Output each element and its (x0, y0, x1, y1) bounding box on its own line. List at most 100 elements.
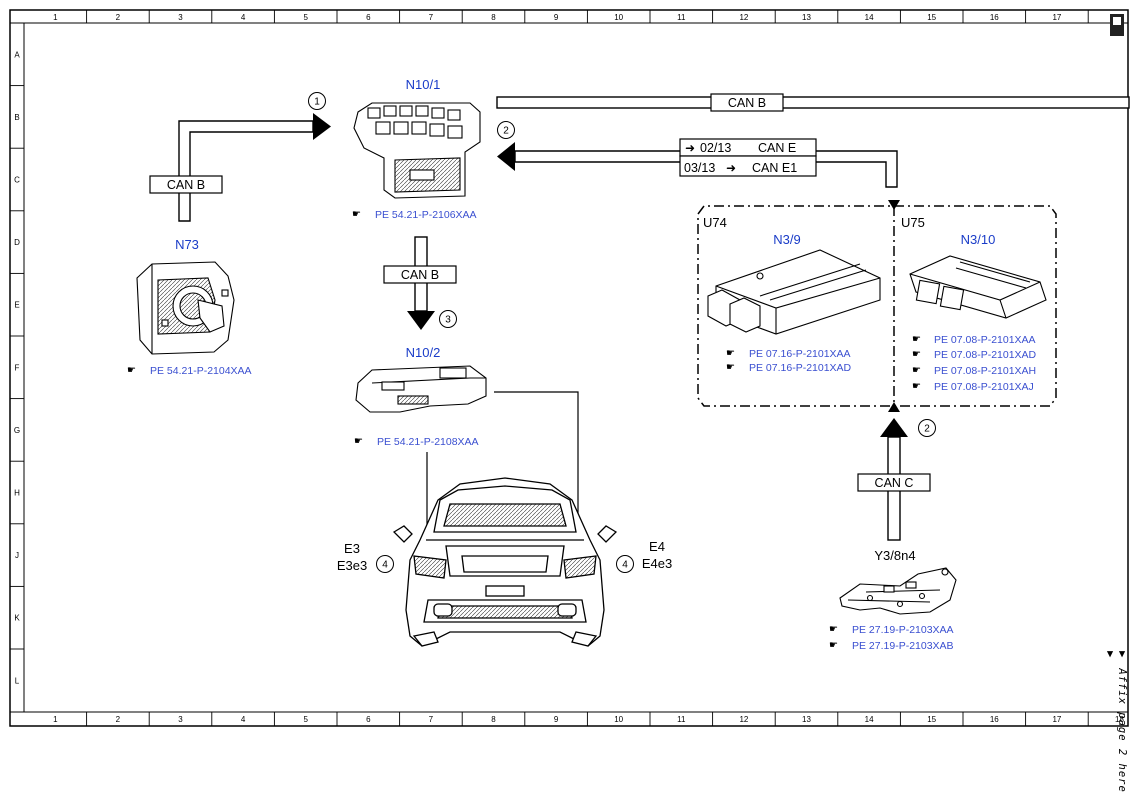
can-b-top-label: CAN B (728, 96, 766, 110)
n3-10-ref-3[interactable]: PE 07.08-P-2101XAH (934, 365, 1036, 377)
grid-col-top-11: 11 (677, 13, 686, 22)
can-e-page-ref: 02/13 (700, 141, 731, 155)
can-e1-label: CAN E1 (752, 161, 797, 175)
n73-title: N73 (175, 237, 199, 252)
grid-row-K: K (14, 614, 20, 623)
svg-text:☛: ☛ (912, 349, 921, 360)
grid-col-top-8: 8 (491, 13, 496, 22)
grid-col-bottom-3: 3 (178, 715, 183, 724)
marker-1: 1 (308, 92, 326, 110)
y3-8n4-title: Y3/8n4 (874, 548, 915, 563)
svg-text:3: 3 (445, 315, 451, 326)
grid-col-top-6: 6 (366, 13, 371, 22)
n73-ref[interactable]: PE 54.21-P-2104XAA (150, 365, 252, 377)
y3-8n4-ref-2[interactable]: PE 27.19-P-2103XAB (852, 640, 954, 652)
grid-col-bottom-11: 11 (677, 715, 686, 724)
can-e-label: CAN E (758, 141, 796, 155)
grid-col-bottom-4: 4 (241, 715, 246, 724)
u74-tag: U74 (703, 215, 727, 230)
svg-text:4: 4 (622, 560, 628, 571)
marker-2a: 2 (497, 121, 515, 139)
grid-col-bottom-15: 15 (927, 715, 936, 724)
marker-2b: 2 (918, 419, 936, 437)
y3-8n4-module: Y3/8n4 ☛ PE 27.19-P-2103XAA ☛ PE 27.19-P… (829, 548, 957, 652)
svg-text:1: 1 (314, 97, 320, 108)
grid-col-top-7: 7 (429, 13, 434, 22)
grid-row-B: B (14, 113, 19, 122)
grid-row-E: E (14, 301, 19, 310)
grid-col-top-2: 2 (116, 13, 121, 22)
affix-note: ▼ Affix page 2 here ▼ (1104, 648, 1128, 793)
lamp-e4e3-label: E4e3 (642, 556, 672, 571)
grid-col-top-3: 3 (178, 13, 183, 22)
marker-3: 3 (439, 310, 457, 328)
n3-9-ref-1[interactable]: PE 07.16-P-2101XAA (749, 348, 851, 360)
grid-col-top-13: 13 (802, 13, 811, 22)
n3-10-ref-1[interactable]: PE 07.08-P-2101XAA (934, 334, 1036, 346)
n10-2-module: N10/2 ☛ PE 54.21-P-2108XAA (354, 345, 487, 448)
n3-9-ref-2[interactable]: PE 07.16-P-2101XAD (749, 362, 852, 374)
grid-col-bottom-16: 16 (990, 715, 999, 724)
svg-text:2: 2 (503, 126, 509, 137)
grid-col-bottom-5: 5 (303, 715, 308, 724)
svg-text:☛: ☛ (912, 334, 921, 345)
car-rear-view (392, 477, 618, 647)
svg-text:☛: ☛ (912, 365, 921, 376)
n10-2-ref-icon: ☛ (354, 436, 363, 447)
grid-col-top-14: 14 (865, 13, 874, 22)
right-tail-lamp-icon (563, 555, 597, 579)
can-b-top-bus: CAN B (496, 93, 1130, 112)
n10-1-ref[interactable]: PE 54.21-P-2106XAA (375, 209, 477, 221)
grid-col-bottom-2: 2 (116, 715, 121, 724)
n3-10-ref-4[interactable]: PE 07.08-P-2101XAJ (934, 381, 1034, 393)
can-b-mid-bus: CAN B (383, 236, 457, 330)
n3-9-title: N3/9 (773, 232, 800, 247)
n3-10-title: N3/10 (961, 232, 996, 247)
n73-ignition-switch: N73 ☛ PE 54.21-P-2104XAA (127, 237, 252, 377)
svg-text:☛: ☛ (829, 640, 838, 651)
grid-col-bottom-7: 7 (429, 715, 434, 724)
grid-col-top-17: 17 (1052, 13, 1061, 22)
grid-col-bottom-12: 12 (739, 715, 748, 724)
engine-ecu-icon (707, 249, 881, 335)
grid-col-top-12: 12 (739, 13, 748, 22)
can-c-bus: CAN C (857, 418, 931, 541)
grid-row-H: H (14, 489, 20, 498)
grid-col-top-15: 15 (927, 13, 936, 22)
left-tail-lamp-icon (413, 555, 447, 579)
y3-8n4-ref-1[interactable]: PE 27.19-P-2103XAA (852, 624, 954, 636)
svg-text:➜: ➜ (685, 141, 695, 155)
ignition-switch-icon (136, 261, 235, 355)
grid-col-bottom-17: 17 (1052, 715, 1061, 724)
fuse-box-icon (353, 102, 481, 199)
corner-logo-icon (1110, 14, 1124, 36)
can-e1-page-ref: 03/13 (684, 161, 715, 175)
grid-row-D: D (14, 238, 20, 247)
n10-1-ref-icon: ☛ (352, 209, 361, 220)
marker-4-left: 4 (376, 555, 394, 573)
n3-10-ref-2[interactable]: PE 07.08-P-2101XAD (934, 349, 1037, 361)
grid-col-top-1: 1 (53, 13, 58, 22)
grid-col-bottom-1: 1 (53, 715, 58, 724)
ecu-block: U74 N3/9 ☛ PE 07.16-P-2101XAA ☛ PE 07.16… (697, 200, 1057, 412)
grid-col-bottom-10: 10 (614, 715, 623, 724)
lamp-e3-label: E3 (344, 541, 360, 556)
grid-col-bottom-9: 9 (554, 715, 559, 724)
u75-tag: U75 (901, 215, 925, 230)
svg-text:☛: ☛ (726, 348, 735, 359)
marker-4-right: 4 (616, 555, 634, 573)
grid-col-top-4: 4 (241, 13, 246, 22)
n10-2-ref[interactable]: PE 54.21-P-2108XAA (377, 436, 479, 448)
lamp-e3e3-label: E3e3 (337, 558, 367, 573)
svg-text:➜: ➜ (726, 161, 736, 175)
can-b-mid-label: CAN B (401, 268, 439, 282)
can-b-left-label: CAN B (167, 178, 205, 192)
grid-col-bottom-8: 8 (491, 715, 496, 724)
can-b-left-bus: CAN B (149, 113, 331, 222)
grid-col-bottom-18: 18 (1115, 715, 1124, 724)
n10-1-module: N10/1 ☛ PE 54.21-P-2106XAA (352, 77, 481, 221)
grid-col-bottom-13: 13 (802, 715, 811, 724)
grid-row-F: F (15, 363, 20, 372)
grid-col-top-10: 10 (614, 13, 623, 22)
